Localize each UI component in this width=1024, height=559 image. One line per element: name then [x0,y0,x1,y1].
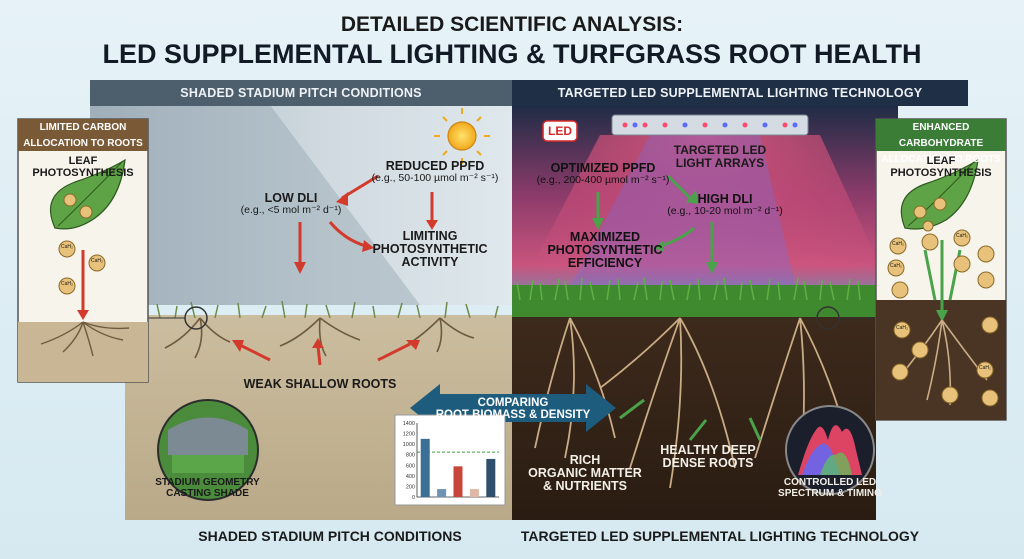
max-line-1: MAXIMIZED [569,230,641,244]
maximized-efficiency-label: MAXIMIZED PHOTOSYNTHETIC EFFICIENCY [535,230,675,271]
left-molecule-2: CaH₂ [91,258,103,264]
chart-bar [469,489,479,497]
spectrum-line-2: SPECTRUM & TIMING [778,487,882,499]
chart-tick-label: 0 [412,495,415,501]
rich-organic-label: RICH ORGANIC MATTER & NUTRIENTS [520,453,650,494]
spectrum-label: CONTROLLED LED SPECTRUM & TIMING [770,477,890,499]
spectrum-line-1: CONTROLLED LED [783,477,877,488]
left-molecule-1: CaH₂ [61,244,73,250]
bottom-right-caption: TARGETED LED SUPPLEMENTAL LIGHTING TECHN… [520,528,920,544]
healthy-roots-label: HEALTHY DEEP DENSE ROOTS [648,443,768,471]
low-dli-title: LOW DLI [264,191,318,205]
rich-line-3: & NUTRIENTS [542,479,628,494]
chart-tick-label: 600 [406,463,415,469]
comparison-line-2: ROOT BIOMASS & DENSITY [435,409,591,422]
rich-line-1: RICH [569,453,601,467]
chart-tick-label: 800 [406,453,415,459]
right-inset-leaf-label: LEAF PHOTOSYNTHESIS [876,155,1006,179]
sun-icon [447,121,477,151]
arrays-line-1: TARGETED LED [673,143,767,157]
comparison-label: COMPARING ROOT BIOMASS & DENSITY [430,397,596,421]
right-leaf-line-1: LEAF [926,155,956,167]
targeted-arrays-label: TARGETED LED LIGHT ARRAYS [660,144,780,169]
led-badge-label: LED [548,124,572,138]
low-dli-label: LOW DLI (e.g., <5 mol m⁻² d⁻¹) [226,191,356,217]
left-leaf-line-2: PHOTOSYNTHESIS [32,166,134,179]
limiting-activity-label: LIMITING PHOTOSYNTHETIC ACTIVITY [360,229,500,270]
max-line-3: EFFICIENCY [567,256,643,271]
led-badge-icon [542,120,578,142]
high-dli-range: (e.g., 10-20 mol m⁻² d⁻¹) [667,205,783,218]
right-molecule-2: CaH₂ [956,233,968,239]
optimized-ppfd-title: OPTIMIZED PPFD [550,161,656,175]
stadium-line-2: CASTING SHADE [166,487,249,499]
right-molecule-4: CaH₂ [896,325,908,331]
arrays-line-2: LIGHT ARRAYS [675,155,765,170]
reduced-ppfd-range: (e.g., 50-100 µmol m⁻² s⁻¹) [371,172,499,185]
healthy-line-1: HEALTHY DEEP [660,443,756,457]
comparison-line-1: COMPARING [477,397,549,409]
chart-bar [420,438,430,497]
left-inset-header-line-1: LIMITED CARBON [39,122,127,133]
right-leaf-line-2: PHOTOSYNTHESIS [890,166,992,179]
left-inset-leaf-label: LEAF PHOTOSYNTHESIS [18,155,148,179]
left-molecule-3: CaH₂ [61,281,73,287]
stadium-line-1: STADIUM GEOMETRY [155,477,260,488]
root-biomass-bar-chart: 0 200 400 600 800 1000 1200 1400 [403,421,499,501]
limiting-line-1: LIMITING [402,229,458,243]
max-line-2: PHOTOSYNTHETIC [547,243,663,258]
reduced-ppfd-title: REDUCED PPFD [385,159,485,173]
high-dli-title: HIGH DLI [697,192,753,206]
limiting-line-3: ACTIVITY [401,255,459,270]
high-dli-label: HIGH DLI (e.g., 10-20 mol m⁻² d⁻¹) [660,192,790,218]
optimized-ppfd-range: (e.g., 200-400 µmol m⁻² s⁻¹) [536,174,670,187]
right-molecule-3: CaH₂ [890,263,902,269]
led-panel-icon [611,114,809,136]
limiting-line-2: PHOTOSYNTHETIC [372,242,488,257]
left-leaf-line-1: LEAF [68,155,98,167]
chart-tick-label: 1200 [403,432,415,438]
healthy-line-2: DENSE ROOTS [662,456,754,471]
bottom-left-caption: SHADED STADIUM PITCH CONDITIONS [198,528,462,544]
right-panel-banner: TARGETED LED SUPPLEMENTAL LIGHTING TECHN… [512,80,968,106]
title-line-2: LED SUPPLEMENTAL LIGHTING & TURFGRASS RO… [102,39,922,69]
weak-roots-label: WEAK SHALLOW ROOTS [243,377,397,391]
right-molecule-5: CaH₂ [979,365,991,371]
chart-bar [437,489,447,497]
optimized-ppfd-label: OPTIMIZED PPFD (e.g., 200-400 µmol m⁻² s… [528,161,678,187]
right-molecule-1: CaH₂ [892,241,904,247]
chart-tick-label: 1000 [403,442,415,448]
right-inset-header-line-2: ALLOCATION TO ROOTS [881,154,1001,165]
stadium-label: STADIUM GEOMETRY CASTING SHADE [140,477,275,499]
chart-tick-label: 400 [406,474,415,480]
rich-line-2: ORGANIC MATTER [528,466,642,481]
chart-tick-label: 200 [406,484,415,490]
chart-bar [453,466,463,497]
left-inset-header: LIMITED CARBON ALLOCATION TO ROOTS [18,119,148,151]
chart-tick-label: 1400 [403,421,415,427]
left-inset-header-line-2: ALLOCATION TO ROOTS [23,138,143,149]
right-inset-header: ENHANCED CARBOHYDRATE ALLOCATION TO ROOT… [876,119,1006,165]
title-line-1: DETAILED SCIENTIFIC ANALYSIS: [340,13,684,36]
right-inset-header-line-1: ENHANCED CARBOHYDRATE [898,122,984,149]
chart-bar [486,458,496,497]
leaf-icon-left [49,158,126,230]
low-dli-range: (e.g., <5 mol m⁻² d⁻¹) [240,204,342,217]
reduced-ppfd-label: REDUCED PPFD (e.g., 50-100 µmol m⁻² s⁻¹) [365,159,505,185]
left-panel-banner: SHADED STADIUM PITCH CONDITIONS [90,80,512,106]
